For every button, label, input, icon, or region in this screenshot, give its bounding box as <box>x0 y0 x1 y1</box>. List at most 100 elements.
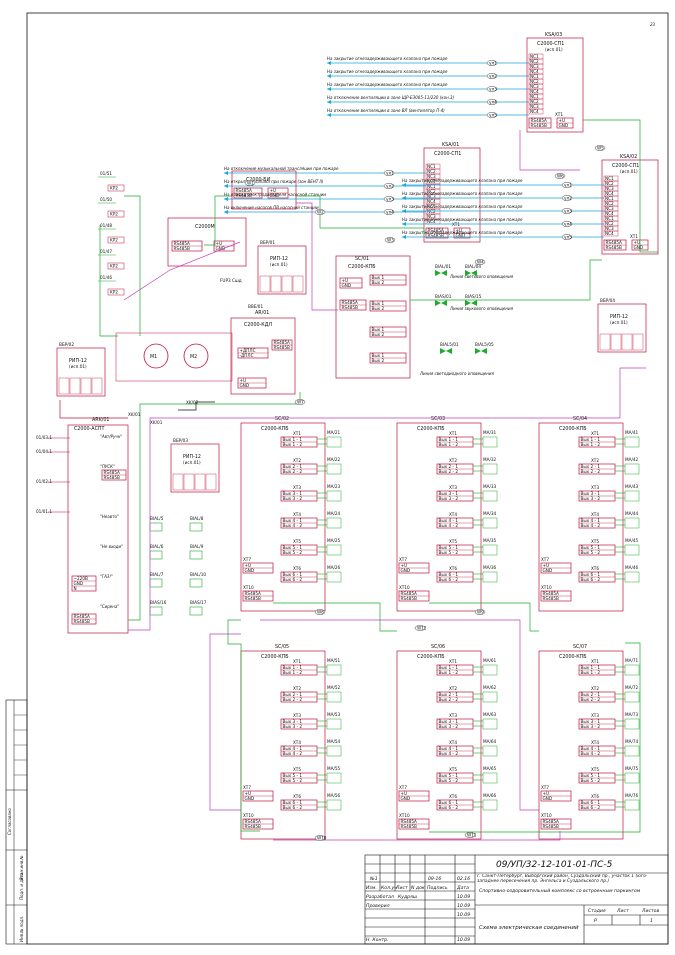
sc-xt: XT6 <box>591 566 599 571</box>
relay-power-row: +U <box>634 240 641 245</box>
relay-power-row: GND <box>456 233 466 238</box>
sc-xt: XT5 <box>449 539 457 544</box>
rip-sub: (исп.01) <box>69 364 87 369</box>
sc-block <box>396 650 482 840</box>
power-wire <box>209 633 241 811</box>
rip-terminal <box>270 275 282 293</box>
sc-out-row: Вых 5 - 2 <box>283 550 303 555</box>
relay-contact-label: NC2 <box>530 79 539 84</box>
sc-power-row: +U <box>245 563 252 568</box>
relay-contact <box>603 230 619 237</box>
sc-out-row: Вых 2 - 1 <box>283 464 303 469</box>
sc-out-row: Вых 2 - 2 <box>439 469 459 474</box>
command-text: На закрытие огнезадерживающего клапана п… <box>327 82 448 87</box>
relay-contact-label: NC1 <box>605 196 614 201</box>
wire-tag <box>474 609 486 615</box>
sc-out-row: Вых 2 - 2 <box>581 469 601 474</box>
sc-xt: XT3 <box>293 713 301 718</box>
sc-out-row: Вых 2 - 1 <box>283 692 303 697</box>
c2000m-rs485-row: RS485B <box>174 246 191 251</box>
sc-out-row: Вых 2 - 2 <box>439 697 459 702</box>
ma-ref: MA/71 <box>625 658 639 663</box>
rip-ref: ВБР/02 <box>59 342 74 347</box>
wire-tag-label: W4 <box>477 259 484 264</box>
wire-tag-label: W6 <box>557 173 564 178</box>
sc-out-row: Вых 6 - 1 <box>581 800 601 805</box>
sc-out-row: Вых 1 - 2 <box>439 670 459 675</box>
ma-ref: MA/35 <box>483 538 497 543</box>
ark-state: "Не входи" <box>100 544 123 549</box>
ark-rs485b-row: RS485A <box>104 470 121 475</box>
sc-out-row: Вых 1 - 2 <box>439 442 459 447</box>
relay-contact-label: NC2 <box>605 181 614 186</box>
address-wrap: г. Санкт-Петербург, Выборгский район, Су… <box>477 874 647 884</box>
ma-icon <box>482 772 498 784</box>
sc-rs485-row: RS485B <box>245 824 262 829</box>
sc-xt7: XT7 <box>399 557 407 562</box>
rip-terminal <box>205 473 217 491</box>
sc-power-row: GND <box>245 568 255 573</box>
sc-xt: XT4 <box>293 740 301 745</box>
date-2: 10.09 <box>457 903 470 909</box>
ma-icon <box>326 745 342 757</box>
rip-model: РИП-12 <box>69 358 87 364</box>
sc-out-row: Вых 2 - 2 <box>581 697 601 702</box>
ark-out-label: 01/01.1 <box>36 509 52 514</box>
wire-tag <box>384 237 396 243</box>
sc-out-row: Вых 6 - 1 <box>283 800 303 805</box>
wire-tag <box>314 209 326 215</box>
sc-out-row: Вых 6 - 1 <box>439 800 459 805</box>
sc-out-row: Вых 5 - 2 <box>581 778 601 783</box>
sc-out-row: Вых 4 - 2 <box>439 751 459 756</box>
rev-h3: Лист <box>395 885 408 891</box>
wire-tag-label: W11 <box>467 832 477 837</box>
sc-xt7: XT7 <box>541 785 549 790</box>
sc-xt: XT3 <box>449 485 457 490</box>
wire-tag-label: yл3 <box>386 196 394 201</box>
rev-h4: N док <box>411 885 425 891</box>
sc-xt: XT1 <box>293 659 301 664</box>
indicator-ref: BIAS/01 <box>435 294 452 299</box>
command-text: На включение насосов ПВ насосной станции <box>224 205 319 210</box>
sc-out-row: Вых 3 - 1 <box>439 491 459 496</box>
sc-xt: XT1 <box>293 431 301 436</box>
sc01-out-row: Вых 2 <box>372 332 385 337</box>
motor-icon <box>143 343 169 369</box>
wire-tag-label: W9 <box>477 609 484 614</box>
ma-ref: MA/33 <box>483 484 497 489</box>
rip-terminal <box>610 333 622 351</box>
ark-out-label: 01/02.1 <box>36 479 52 484</box>
date-1: 10.09 <box>457 894 470 900</box>
ma-ref: MA/44 <box>625 511 639 516</box>
arrow-icon <box>327 74 331 78</box>
side-label-agreed: Согласовано <box>7 808 12 835</box>
sc-out-row: Вых 6 - 2 <box>581 805 601 810</box>
rip-terminal <box>599 333 611 351</box>
bias-icon <box>189 550 203 560</box>
relay-contact-label: NC1 <box>530 94 539 99</box>
ark-state: "ПУСК" <box>100 464 115 469</box>
rip-terminal <box>69 377 81 395</box>
wire-tag <box>486 73 498 79</box>
sc-xt: XT6 <box>293 566 301 571</box>
wire-tag <box>486 112 498 118</box>
sc-rs485-row: RS485A <box>401 591 418 596</box>
command-text: На открытие клапана при пожаре (зон ВЕНТ… <box>224 179 324 184</box>
command-text: На отключение вентиляции в зоне ВЛ (вент… <box>327 108 445 113</box>
relay-rs485-row: RS485B <box>606 245 623 250</box>
sc-xt: XT4 <box>591 740 599 745</box>
wire-tag-label: W8 <box>317 609 324 614</box>
arrow-icon <box>224 184 228 188</box>
ma-ref: MA/46 <box>625 565 639 570</box>
sc-power-row: +U <box>401 563 408 568</box>
sc01-model: С2000-КПБ <box>348 264 376 270</box>
arrow-icon <box>224 210 228 214</box>
sc-out-row: Вых 1 - 1 <box>283 437 303 442</box>
bi-power-row: +U <box>270 188 277 193</box>
arrow-icon <box>224 171 228 175</box>
sc01-power-row: +U <box>342 278 349 283</box>
rip-block <box>597 303 647 353</box>
indicator-ref: BIAL5/05 <box>475 342 494 347</box>
rip-terminal <box>91 377 103 395</box>
relay-contact-label: NC4 <box>530 109 539 114</box>
